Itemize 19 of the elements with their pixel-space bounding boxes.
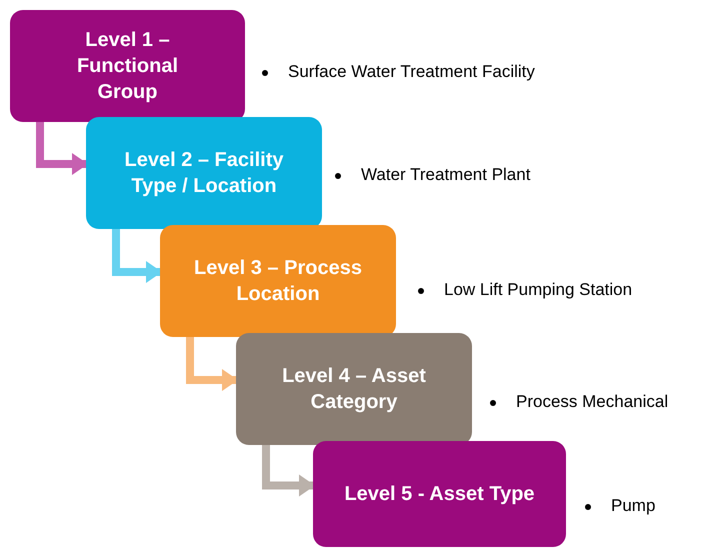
level-box bbox=[160, 225, 396, 337]
level-title: Level 2 – Facility Type / Location bbox=[124, 148, 284, 199]
bullet-text: Water Treatment Plant bbox=[361, 165, 530, 185]
bent-arrow bbox=[112, 229, 162, 284]
level-title: Level 1 – Functional Group bbox=[76, 28, 180, 105]
level-title: Level 4 – Asset Category bbox=[281, 364, 427, 415]
level-title: Level 3 – Process Location bbox=[193, 256, 363, 307]
level-box bbox=[313, 441, 566, 547]
bullet-text: Process Mechanical bbox=[516, 392, 668, 412]
level-box bbox=[86, 117, 322, 229]
level-title: Level 5 - Asset Type bbox=[344, 482, 535, 507]
level-box bbox=[236, 333, 472, 445]
level-box bbox=[10, 10, 245, 122]
bullet-text: Surface Water Treatment Facility bbox=[288, 62, 535, 82]
bent-arrow bbox=[36, 122, 88, 176]
bullet-text: Low Lift Pumping Station bbox=[444, 280, 632, 300]
bent-arrow bbox=[186, 337, 238, 392]
bent-arrow bbox=[262, 445, 315, 497]
bullet-text: Pump bbox=[611, 496, 656, 516]
